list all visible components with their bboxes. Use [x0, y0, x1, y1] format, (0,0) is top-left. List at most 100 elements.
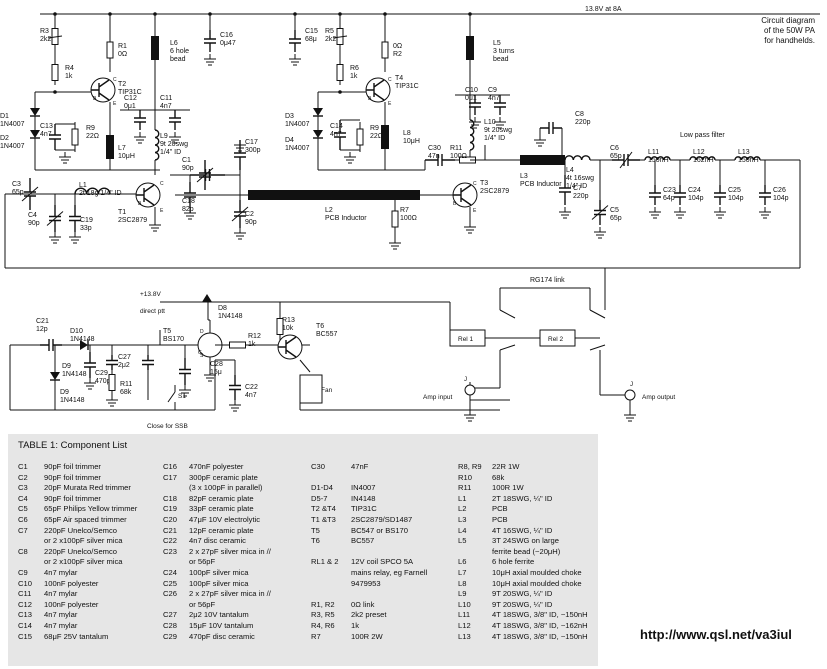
component-label: 10μH [118, 153, 135, 160]
component-label: 2t 18g 1/4" ID [79, 190, 122, 197]
component-ref: C8 [18, 546, 28, 556]
ground-symbol [169, 132, 181, 144]
component-value: 82pF ceramic plate [189, 493, 254, 503]
component-ref: L2 [458, 504, 467, 514]
component-label: B [138, 201, 142, 207]
fan [299, 374, 323, 404]
capacitor [425, 154, 455, 166]
inductor [154, 129, 160, 161]
component-label: L7 [118, 145, 126, 152]
component-value: 4T 18SWG, 3/8" ID, ~162nH [492, 620, 588, 630]
component-label: C4 [28, 212, 37, 219]
table-row [311, 473, 427, 484]
component-label: 2SC2879 [118, 217, 147, 224]
table-row: or 56pF [163, 557, 271, 568]
component-value: 1k [351, 620, 360, 630]
component-value: 9T 20SWG, ¼" ID [492, 589, 553, 599]
component-value: 2 x 27pF silver mica in // [189, 546, 271, 556]
component-value: 90pF foil trimmer [44, 472, 101, 482]
capacitor [234, 200, 246, 228]
component-label: 1N4007 [0, 121, 25, 128]
component-ref: L9 [458, 589, 467, 599]
inductor [74, 187, 111, 195]
component-ref: C9 [18, 567, 28, 577]
component-label: PCB Inductor [325, 215, 367, 222]
ground-symbol [714, 207, 726, 219]
table-row: L9 9T 20SWG, ¼" ID [458, 589, 588, 600]
component-label: C [473, 181, 477, 187]
circuit-schematic: 13.8V at 8AR32k2R41kR10ΩT2TIP31CBCED11N4… [0, 6, 820, 430]
component-ref: L13 [458, 631, 471, 641]
component-label: L10 [484, 119, 496, 126]
resistor [381, 41, 389, 59]
component-ref: C11 [18, 589, 32, 599]
ground-symbol [494, 117, 506, 129]
component-ref: C17 [163, 472, 177, 482]
component-label: T6 [316, 323, 324, 330]
component-label: 2SC2879 [480, 188, 509, 195]
component-label: bead [493, 56, 509, 63]
component-value: 2k2 preset [351, 610, 387, 620]
component-label: 1N4148 [62, 371, 87, 378]
component-label: L2 [325, 207, 333, 214]
component-ref: L3 [458, 514, 467, 524]
trimmer-arrow [46, 211, 64, 226]
component-label: L9 [160, 133, 168, 140]
component-label: 1/4" ID [160, 149, 181, 156]
component-label: 65p [610, 215, 622, 222]
component-label: 0μ1 [465, 95, 477, 102]
resistor [71, 128, 79, 146]
source-url[interactable]: http://www.qsl.net/va3iul [640, 627, 792, 642]
component-value: 4n7 mylar [44, 620, 78, 630]
component-label: L4 [566, 167, 574, 174]
component-label: 1k [65, 73, 73, 80]
component-label: D8 [218, 305, 227, 312]
component-value: 4n7 mylar [44, 610, 78, 620]
component-label: bead [170, 56, 186, 63]
component-label: C30 [428, 145, 441, 152]
component-label: 1/4" ID [566, 183, 587, 190]
capacitor [179, 358, 191, 385]
resistor [391, 210, 399, 228]
ground-symbol [149, 220, 161, 232]
component-label: C7 [573, 185, 582, 192]
component-label: L13 [738, 149, 750, 156]
component-label: L3 [520, 173, 528, 180]
component-label: 4n7 [160, 103, 172, 110]
component-label: C [160, 181, 164, 187]
component-label: Low pass filter [680, 132, 725, 139]
component-label: C24 [688, 187, 701, 194]
component-ref: D5-7 [311, 493, 328, 503]
component-label: C21 [36, 318, 49, 325]
component-label: 470p [95, 378, 111, 385]
component-ref: L6 [458, 557, 467, 567]
component-label: 2k2 [40, 36, 51, 43]
component-label: 90p [182, 165, 194, 172]
component-label: R11 [450, 145, 462, 152]
transistor-leads [366, 79, 385, 101]
component-value: or 56pF [189, 557, 216, 567]
component-value: 100R 2W [351, 631, 383, 641]
component-label: 0Ω [118, 51, 127, 58]
inductor [734, 156, 761, 161]
component-value: PCB [492, 504, 508, 514]
component-label: 3 turns [493, 48, 515, 55]
component-label: 10k [282, 325, 294, 332]
component-value: IN4148 [351, 493, 376, 503]
diode [313, 108, 323, 116]
trimmer-arrow [619, 151, 633, 169]
diode [313, 130, 323, 138]
resistor [51, 64, 59, 81]
component-label: 1N4148 [218, 313, 243, 320]
component-value: 9T 20SWG, ¼" ID [492, 599, 553, 609]
component-ref: L1 [458, 493, 467, 503]
